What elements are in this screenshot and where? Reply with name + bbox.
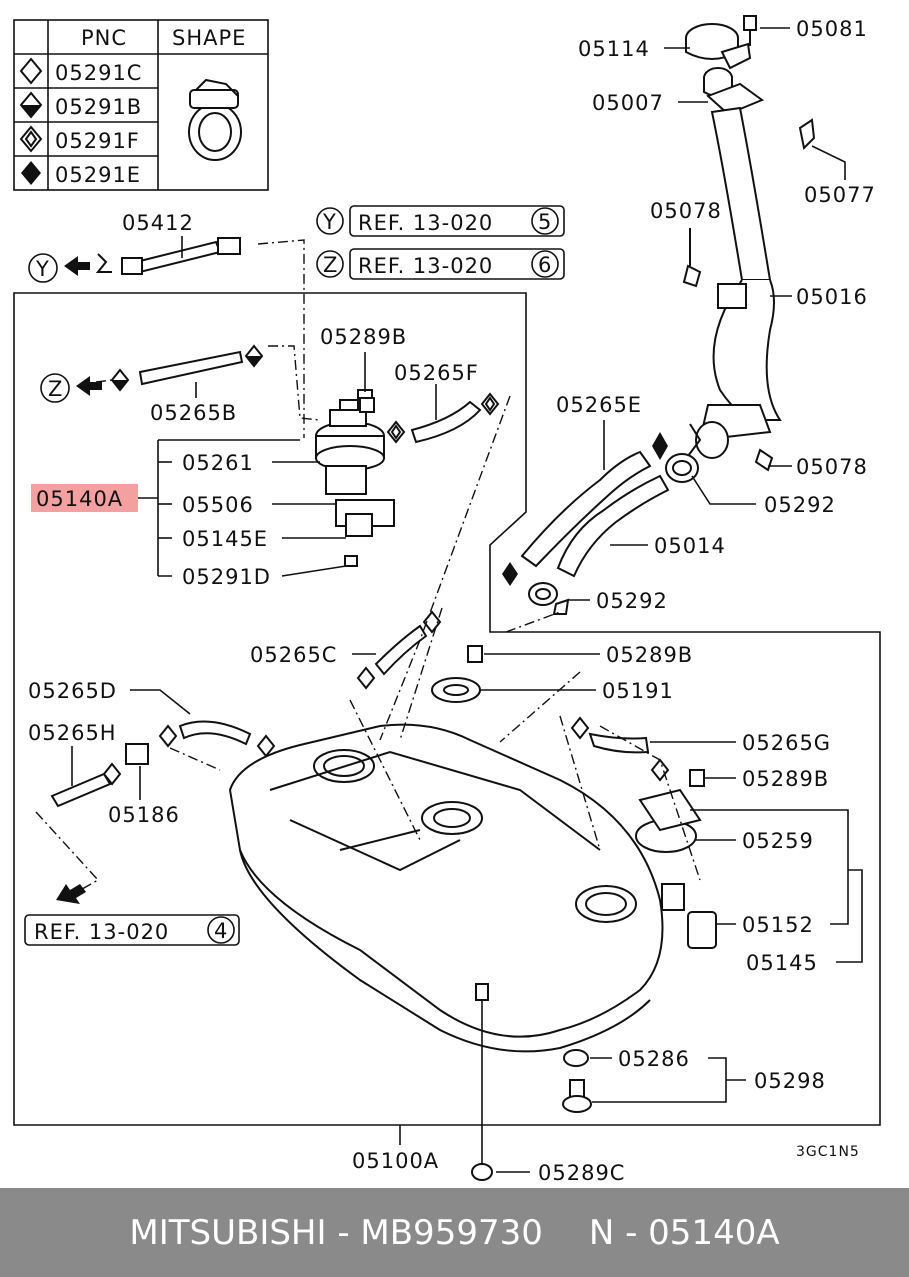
ref-z-text: REF. 13-020 xyxy=(358,254,493,278)
arrow-down-left-icon xyxy=(56,884,86,904)
nut-05286 xyxy=(563,1049,589,1067)
part-label: 05261 xyxy=(182,451,254,475)
part-label: 05289C xyxy=(538,1161,625,1185)
part-label: 05289B xyxy=(742,767,829,791)
part-label: 05259 xyxy=(742,829,814,853)
hose-05014 xyxy=(556,474,670,578)
part-number-labels: 05081 05114 05007 05077 05078 05016 0507… xyxy=(28,17,876,1185)
part-label: 05145E xyxy=(182,527,268,551)
part-label: 05152 xyxy=(742,913,814,937)
legend-code: 05291C xyxy=(55,61,142,85)
hose-05265G xyxy=(588,732,650,754)
part-label: 05289B xyxy=(320,325,407,349)
fuel-tank xyxy=(228,723,664,1053)
part-label: 05145 xyxy=(746,951,818,975)
ref-y-num: 5 xyxy=(538,210,552,234)
ref-marker-z-left: Z xyxy=(48,377,63,401)
ref-bottom-text: REF. 13-020 xyxy=(34,920,169,944)
part-label: 05265E xyxy=(556,393,642,417)
fuel-pump-module xyxy=(315,389,395,567)
hose-clamp-icon xyxy=(188,78,242,161)
footer-pnc-part: N - 05140A xyxy=(588,1212,780,1253)
part-label: 05265G xyxy=(742,731,831,755)
footer-brand-part: MITSUBISHI - MB959730 xyxy=(129,1212,543,1253)
bolt-05289C xyxy=(471,1163,493,1181)
part-label: 05265B xyxy=(150,401,237,425)
part-label: 05265H xyxy=(28,721,117,745)
hose-05265B xyxy=(110,344,264,392)
part-label: 05078 xyxy=(796,455,868,479)
footer-bar: MITSUBISHI - MB959730 N - 05140A xyxy=(0,1188,909,1277)
hose-05412 xyxy=(95,237,241,275)
part-label: 05016 xyxy=(796,285,868,309)
hose-05265C xyxy=(374,624,428,676)
hose-05265H xyxy=(50,772,112,808)
part-highlight xyxy=(31,484,138,512)
part-label: 05186 xyxy=(108,803,180,827)
arrow-left-icon xyxy=(64,256,90,276)
ref-marker-y: Y xyxy=(322,210,337,234)
hose-05265F xyxy=(386,392,500,444)
footer-text: MITSUBISHI - MB959730 N - 05140A xyxy=(0,1188,909,1277)
direction-arrows xyxy=(56,256,102,904)
ref-callouts: Y REF. 13-020 5 Z REF. 13-020 6 Y Z REF.… xyxy=(24,205,565,946)
ref-z-num: 6 xyxy=(538,253,552,277)
bolt-05289B xyxy=(359,397,375,413)
ref-bottom-num: 4 xyxy=(214,919,228,943)
shape-legend-table: PNC SHAPE 05291C 05291B 05291F 05291E xyxy=(13,19,269,191)
hose-05265D xyxy=(178,720,252,746)
part-label: 05292 xyxy=(764,493,836,517)
legend-code: 05291E xyxy=(55,163,141,187)
diamond-filled-icon xyxy=(21,161,41,185)
part-label: 05007 xyxy=(592,91,664,115)
part-label: 05081 xyxy=(796,17,868,41)
hoses-right xyxy=(502,432,670,615)
part-label: 05286 xyxy=(618,1047,690,1071)
part-label: 05298 xyxy=(754,1069,826,1093)
gasket xyxy=(706,82,765,116)
legend-header-pnc: PNC xyxy=(81,26,127,50)
part-label: 05412 xyxy=(122,211,194,235)
part-label: 05100A xyxy=(352,1149,439,1173)
diamond-outline-icon xyxy=(19,57,43,85)
filler-neck-assembly xyxy=(665,15,816,483)
part-label: 05265D xyxy=(28,679,117,703)
part-label: 05291D xyxy=(182,565,271,589)
diamond-cross-icon xyxy=(19,125,43,153)
valve-05186 xyxy=(125,743,149,765)
ref-y-text: REF. 13-020 xyxy=(358,211,493,235)
legend-code: 05291F xyxy=(55,129,140,153)
arrow-left-icon xyxy=(76,376,102,396)
legend-code: 05291B xyxy=(55,95,142,119)
dash-dot-lines xyxy=(35,239,701,897)
diagram-code: 3GC1N5 xyxy=(796,1144,860,1160)
assembly-boundary xyxy=(13,292,881,1126)
part-label: 05078 xyxy=(650,199,722,223)
hose-05265E xyxy=(520,450,652,568)
tank-fittings xyxy=(50,397,717,1181)
sender-05152 xyxy=(687,911,717,949)
ref-marker-z: Z xyxy=(323,253,338,277)
leader-lines xyxy=(71,27,863,1173)
part-label: 05265F xyxy=(394,361,479,385)
part-label: 05114 xyxy=(578,37,650,61)
part-label: 05191 xyxy=(602,679,674,703)
ref-marker-y-left: Y xyxy=(35,257,50,281)
part-label: 05265C xyxy=(250,643,337,667)
part-label: 05289B xyxy=(606,643,693,667)
bolt xyxy=(743,15,757,31)
legend-header-shape: SHAPE xyxy=(172,26,246,50)
part-label: 05077 xyxy=(804,183,876,207)
part-label: 05506 xyxy=(182,493,254,517)
grommet xyxy=(798,118,816,151)
part-label: 05014 xyxy=(654,534,726,558)
parts-diagram: PNC SHAPE 05291C 05291B 05291F 05291E xyxy=(13,15,881,1185)
part-label: 05292 xyxy=(596,589,668,613)
diamond-half-icon xyxy=(19,91,43,119)
filler-pipe xyxy=(710,106,772,281)
part-label-highlighted: 05140A xyxy=(36,487,123,511)
